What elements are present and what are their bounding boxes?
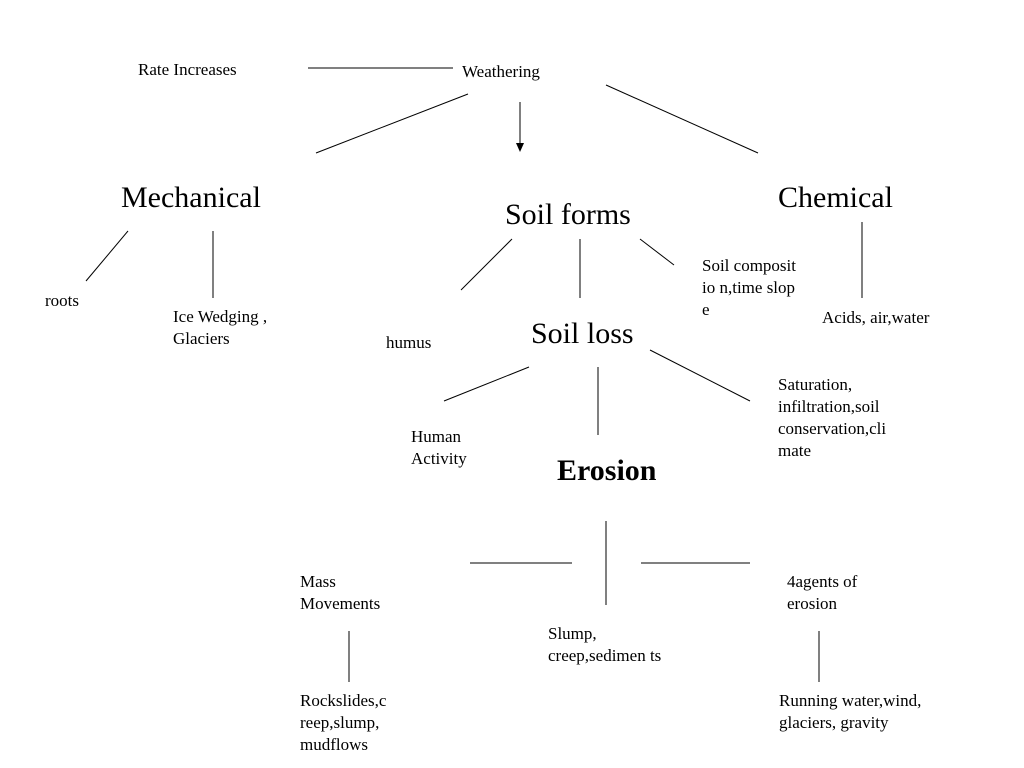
soil-composition-label: Soil compositio n,time slope <box>702 256 796 320</box>
slump-label: Slump, creep,sedimen ts <box>548 624 662 666</box>
soil-forms-label: Soil forms <box>505 198 631 231</box>
ice-wedging-label: Ice Wedging , Glaciers <box>173 307 268 349</box>
rockslides-label: Rockslides,c reep,slump, mudflows <box>300 691 387 755</box>
chemical-label: Chemical <box>778 181 893 214</box>
saturation-label: Saturation, infiltration,soil conservati… <box>778 375 887 461</box>
line-soil-loss-human <box>443 366 530 402</box>
roots-label: roots <box>45 291 79 310</box>
erosion-label: Erosion <box>557 454 657 487</box>
line-soil-forms-composition <box>639 238 675 266</box>
mechanical-label: Mechanical <box>121 181 261 214</box>
line-weathering-chemical <box>605 84 759 154</box>
mass-movements-label: Mass Movements <box>300 572 381 614</box>
running-water-label: Running water,wind, glaciers, gravity <box>779 691 922 733</box>
human-activity-label: Human Activity <box>411 427 467 469</box>
line-mechanical-roots <box>85 230 129 282</box>
soil-loss-label: Soil loss <box>531 317 634 350</box>
line-weathering-mechanical <box>315 93 469 154</box>
weathering-label: Weathering <box>462 62 540 81</box>
rate-increases-label: Rate Increases <box>138 60 237 79</box>
agents-label: 4agents of erosion <box>787 572 858 614</box>
acids-label: Acids, air,water <box>822 308 930 327</box>
humus-label: humus <box>386 333 432 352</box>
line-soil-loss-saturation <box>649 349 751 402</box>
line-soil-forms-humus <box>460 238 513 291</box>
